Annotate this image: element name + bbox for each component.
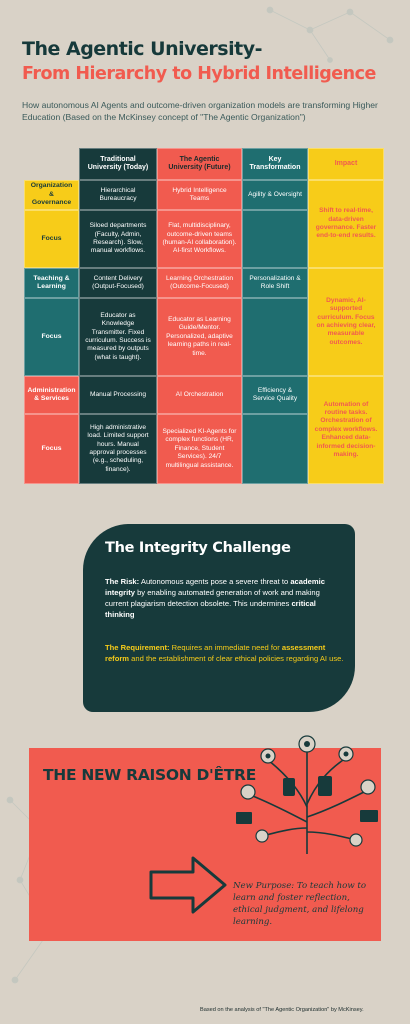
table-cell-empty: [242, 298, 308, 376]
row-label-focus: Focus: [24, 414, 79, 484]
table-cell: Personalization & Role Shift: [242, 268, 308, 298]
risk-label: The Risk:: [105, 577, 140, 586]
table-cell: AI Orchestration: [157, 376, 242, 414]
row-label-administration: Administration & Services: [24, 376, 79, 414]
requirement-label: The Requirement:: [105, 643, 170, 652]
integrity-risk-text: The Risk: Autonomous agents pose a sever…: [105, 576, 345, 620]
table-cell: Specialized KI-Agents for complex functi…: [157, 414, 242, 484]
row-label-teaching: Teaching & Learning: [24, 268, 79, 298]
row-label-organization: Organization & Governance: [24, 180, 79, 210]
table-cell: Agility & Oversight: [242, 180, 308, 210]
table-cell: Educator as Learning Guide/Mentor. Perso…: [157, 298, 242, 376]
table-corner: [24, 148, 79, 180]
table-cell: Efficiency & Service Quality: [242, 376, 308, 414]
table-cell: Siloed departments (Faculty, Admin, Rese…: [79, 210, 157, 268]
column-header-agentic: The Agentic University (Future): [157, 148, 242, 180]
integrity-requirement-text: The Requirement: Requires an immediate n…: [105, 642, 345, 664]
table-cell: Manual Processing: [79, 376, 157, 414]
column-header-impact: Impact: [308, 148, 384, 180]
impact-cell: Automation of routine tasks. Orchestrati…: [308, 376, 384, 484]
integrity-challenge-card: The Integrity Challenge The Risk: Autono…: [83, 524, 355, 712]
impact-cell: Shift to real-time, data-driven governan…: [308, 180, 384, 268]
impact-cell: Dynamic, AI-supported curriculum. Focus …: [308, 268, 384, 376]
risk-bold: critical thinking: [105, 599, 316, 619]
risk-text: Autonomous agents pose a severe threat t…: [139, 577, 291, 586]
network-decoration-icon: [266, 6, 394, 63]
raison-title: THE NEW RAISON D'ÊTRE: [43, 766, 256, 784]
page-title-line1: The Agentic University-: [22, 38, 262, 60]
column-header-key-transformation: Key Transformation: [242, 148, 308, 180]
column-header-traditional: Traditional University (Today): [79, 148, 157, 180]
table-cell: Content Delivery (Output-Focused): [79, 268, 157, 298]
row-label-focus: Focus: [24, 210, 79, 268]
requirement-bold: assessment reform: [105, 643, 326, 663]
requirement-text: and the establishment of clear ethical p…: [129, 654, 344, 663]
table-cell: Educator as Knowledge Transmitter. Fixed…: [79, 298, 157, 376]
footer-source: Based on the analysis of "The Agentic Or…: [200, 1007, 364, 1013]
row-label-focus: Focus: [24, 298, 79, 376]
risk-text: by enabling automated generation of work…: [105, 588, 320, 608]
table-cell: Flat, multidisciplinary, outcome-driven …: [157, 210, 242, 268]
page-title-line2: From Hierarchy to Hybrid Intelligence: [22, 64, 376, 84]
arrow-icon: [149, 856, 227, 914]
risk-bold: academic integrity: [105, 577, 325, 597]
table-cell-empty: [242, 414, 308, 484]
page-subtitle: How autonomous AI Agents and outcome-dri…: [22, 100, 378, 122]
new-purpose-text: New Purpose: To teach how to learn and f…: [233, 881, 367, 927]
integrity-title: The Integrity Challenge: [105, 540, 291, 556]
requirement-text: Requires an immediate need for: [169, 643, 282, 652]
table-cell-empty: [242, 210, 308, 268]
table-cell: Hybrid Intelligence Teams: [157, 180, 242, 210]
table-cell: High administrative load. Limited suppor…: [79, 414, 157, 484]
table-cell: Learning Orchestration (Outcome-Focused): [157, 268, 242, 298]
technology-tree-icon: [236, 735, 378, 854]
table-cell: Hierarchical Bureaucracy: [79, 180, 157, 210]
comparison-table: Traditional University (Today) The Agent…: [24, 148, 384, 494]
